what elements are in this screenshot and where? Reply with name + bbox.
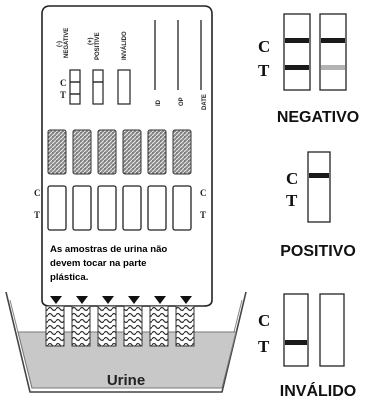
warning-line: plástica. <box>50 272 88 283</box>
result-window <box>147 185 167 231</box>
arrow-down-icon <box>50 296 62 304</box>
result-windows: C T C T <box>34 185 207 231</box>
label-op: OP <box>179 97 185 106</box>
label-invalid: INVÁLIDO <box>121 31 128 60</box>
dip-strip <box>71 305 91 347</box>
dip-strip <box>45 305 65 347</box>
label-c: C <box>60 78 67 88</box>
arrow-down-icon <box>128 296 140 304</box>
dip-strip <box>175 305 195 347</box>
legend-strip <box>319 293 345 367</box>
legend-caption: INVÁLIDO <box>280 381 356 398</box>
result-window <box>47 185 67 231</box>
legend-strip <box>283 293 309 367</box>
sample-pad <box>97 129 117 175</box>
test-line-faint <box>321 65 345 70</box>
arrow-down-icon <box>180 296 192 304</box>
label-positive-sign: (+) <box>88 37 94 45</box>
write-in-fields: ID OP DATE <box>154 20 208 110</box>
legend-caption: POSITIVO <box>280 243 356 260</box>
arrow-down-icon <box>154 296 166 304</box>
sample-pad <box>47 129 67 175</box>
test-card: (-) NEGATIVE C T (+) POSITIVE INVÁLIDO I… <box>34 5 213 347</box>
result-window <box>122 185 142 231</box>
label-id: ID <box>156 99 162 106</box>
legend-t: T <box>286 191 298 210</box>
sample-pad <box>122 129 142 175</box>
warning-line: devem tocar na parte <box>50 258 147 269</box>
label-c-right: C <box>200 188 207 198</box>
dip-strip <box>123 305 143 347</box>
dip-strip <box>97 305 117 347</box>
label-negative: NEGATIVE <box>64 28 70 58</box>
result-window <box>97 185 117 231</box>
sample-pad <box>172 129 192 175</box>
dip-strips <box>45 305 195 347</box>
legend-t: T <box>258 337 270 356</box>
control-line <box>321 38 345 43</box>
arrow-down-icon <box>76 296 88 304</box>
legend-c: C <box>258 311 270 330</box>
control-line <box>309 173 329 178</box>
legend-invalid: C T INVÁLIDO <box>258 293 356 398</box>
sample-pads <box>47 129 192 175</box>
result-window <box>172 185 192 231</box>
legend-c: C <box>258 37 270 56</box>
control-line <box>285 38 309 43</box>
warning-line: As amostras de urina não <box>50 244 167 255</box>
test-line <box>285 65 309 70</box>
test-line <box>285 340 307 345</box>
legend-strip <box>283 13 311 91</box>
label-t: T <box>60 90 66 100</box>
label-c-left: C <box>34 188 41 198</box>
cup-label: Urine <box>107 372 145 389</box>
dip-arrows <box>50 296 192 304</box>
legend-positive: C T POSITIVO <box>280 151 356 260</box>
legend-t: T <box>258 61 270 80</box>
sample-pad <box>72 129 92 175</box>
legend-c: C <box>286 169 298 188</box>
example-invalid: INVÁLIDO <box>117 31 131 105</box>
legend-caption: NEGATIVO <box>277 109 359 126</box>
dip-strip <box>149 305 169 347</box>
legend-strip <box>307 151 331 223</box>
sample-pad <box>147 129 167 175</box>
label-date: DATE <box>202 94 208 110</box>
label-t-right: T <box>200 210 206 220</box>
arrow-down-icon <box>102 296 114 304</box>
label-negative-sign: (-) <box>57 41 63 47</box>
label-t-left: T <box>34 210 40 220</box>
legend-negative: C T NEGATIVO <box>258 13 359 126</box>
legend-strip <box>319 13 347 91</box>
warning-text: As amostras de urina não devem tocar na … <box>50 244 167 283</box>
result-window <box>72 185 92 231</box>
example-negative: (-) NEGATIVE C T <box>57 28 81 105</box>
example-positive: (+) POSITIVE <box>88 32 104 105</box>
label-positive: POSITIVE <box>95 32 101 60</box>
